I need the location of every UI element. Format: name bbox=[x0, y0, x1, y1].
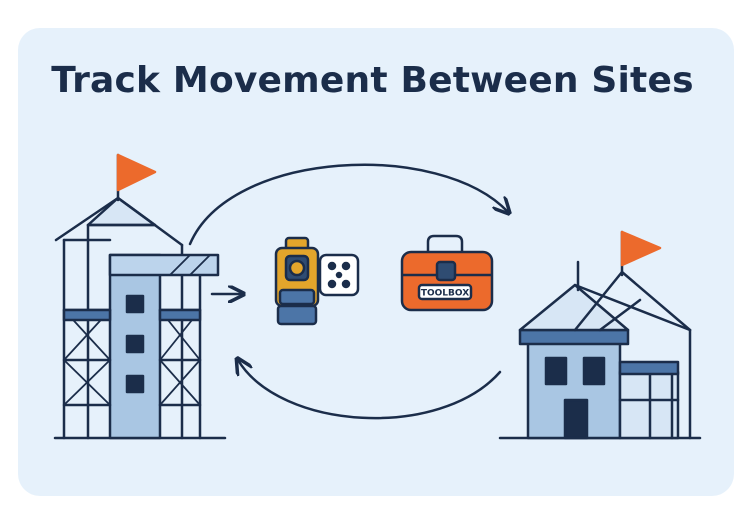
page-title: Track Movement Between Sites bbox=[51, 60, 694, 101]
flag-icon bbox=[620, 230, 662, 277]
flag-icon bbox=[116, 153, 157, 202]
toolbox-icon bbox=[400, 234, 494, 312]
tall-building-under-construction-icon bbox=[53, 153, 227, 440]
arrow-icon bbox=[238, 360, 502, 420]
arrow-icon bbox=[188, 163, 508, 246]
small-building-under-construction-icon bbox=[498, 230, 702, 440]
toolbox-label: TOOLBOX bbox=[421, 289, 469, 299]
surveying-instrument-icon bbox=[274, 236, 360, 326]
